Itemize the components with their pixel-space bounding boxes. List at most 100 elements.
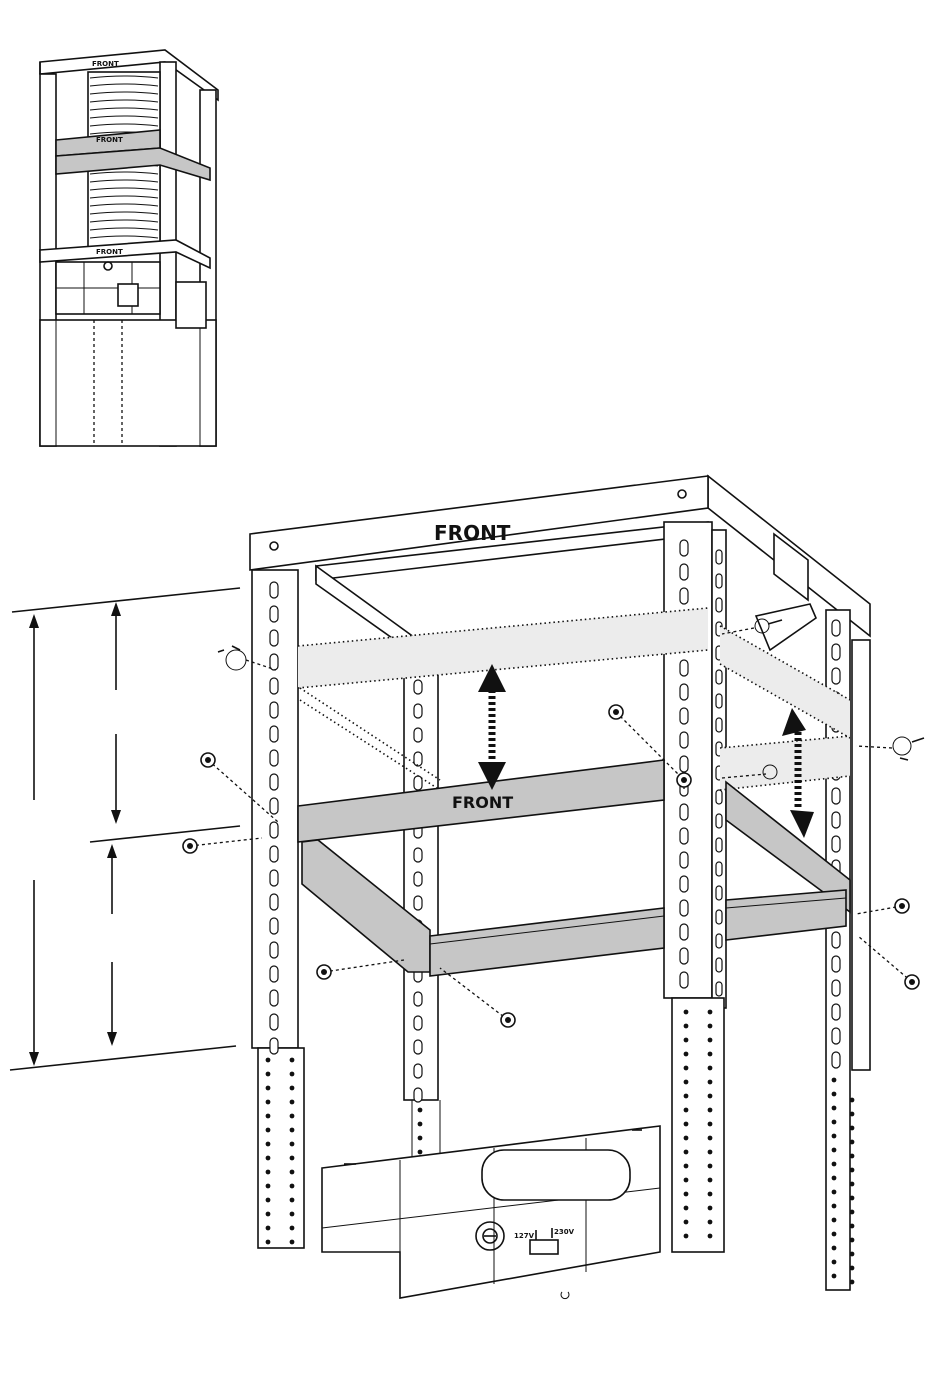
post-hole	[708, 1136, 713, 1141]
post-slot	[832, 620, 840, 636]
post-hole	[418, 1136, 423, 1141]
post-slot	[680, 660, 688, 676]
screw-head	[909, 979, 915, 985]
post-slot	[270, 678, 278, 694]
front-panel: 127V 230V	[322, 1126, 660, 1299]
post-hole	[850, 1154, 855, 1159]
post-slot	[680, 876, 688, 892]
post-hole	[708, 1178, 713, 1183]
post-slot	[270, 942, 278, 958]
post-hole	[684, 1108, 689, 1113]
post-hole	[850, 1196, 855, 1201]
post-hole	[684, 1122, 689, 1127]
post-slot	[832, 956, 840, 972]
post-hole	[266, 1086, 271, 1091]
voltage-switch-icon	[530, 1240, 558, 1254]
post-hole	[290, 1198, 295, 1203]
post-hole	[290, 1128, 295, 1133]
post-hole	[418, 1122, 423, 1127]
screw-leader-line	[440, 968, 508, 1020]
post-hole	[708, 1066, 713, 1071]
post-hole	[684, 1066, 689, 1071]
post-slot	[832, 1004, 840, 1020]
post-slot	[270, 726, 278, 742]
post-slot	[832, 1052, 840, 1068]
post-hole	[266, 1212, 271, 1217]
post-hole	[850, 1266, 855, 1271]
post-slot	[680, 948, 688, 964]
post-hole	[708, 1192, 713, 1197]
post-slot	[832, 1028, 840, 1044]
post-hole	[684, 1094, 689, 1099]
post-hole	[290, 1086, 295, 1091]
post-slot	[414, 1088, 422, 1102]
crossbar-frame: FRONT	[298, 760, 850, 976]
screw-leader-line	[190, 838, 262, 846]
screw-head	[205, 757, 211, 763]
post-hole	[290, 1240, 295, 1245]
post-hole	[850, 1210, 855, 1215]
post-slot	[270, 894, 278, 910]
thumb-front-label-mid: FRONT	[96, 136, 123, 144]
post-hole	[708, 1038, 713, 1043]
thumb-front-label-low: FRONT	[96, 248, 123, 256]
post-hole	[684, 1164, 689, 1169]
post-hole	[708, 1206, 713, 1211]
post-hole	[850, 1182, 855, 1187]
post-hole	[290, 1170, 295, 1175]
post-hole	[290, 1114, 295, 1119]
post-hole	[832, 1092, 837, 1097]
post-hole	[290, 1142, 295, 1147]
post-hole	[850, 1224, 855, 1229]
post-hole	[850, 1168, 855, 1173]
post-slot	[832, 836, 840, 852]
post-hole	[290, 1100, 295, 1105]
post-slot	[716, 694, 722, 708]
post-hole	[684, 1178, 689, 1183]
post-hole	[832, 1106, 837, 1111]
post-hole	[832, 1148, 837, 1153]
post-hole	[832, 1246, 837, 1251]
post-slot	[716, 958, 722, 972]
post-hole	[850, 1252, 855, 1257]
post-hole	[266, 1100, 271, 1105]
post-hole	[708, 1150, 713, 1155]
post-slot	[716, 862, 722, 876]
post-hole	[708, 1052, 713, 1057]
post-hole	[266, 1072, 271, 1077]
screw-head	[613, 709, 619, 715]
post-hole	[832, 1162, 837, 1167]
post-hole	[418, 1108, 423, 1113]
post-hole	[290, 1072, 295, 1077]
post-slot	[680, 564, 688, 580]
front-label-crossbar: FRONT	[452, 793, 513, 812]
post-slot	[680, 852, 688, 868]
post-hole	[832, 1134, 837, 1139]
post-slot	[680, 900, 688, 916]
post-hole	[684, 1136, 689, 1141]
post-hole	[684, 1024, 689, 1029]
post-hole	[684, 1220, 689, 1225]
post-slot	[270, 966, 278, 982]
post-hole	[266, 1184, 271, 1189]
post-slot	[270, 774, 278, 790]
post-slot	[270, 702, 278, 718]
post-slot	[832, 932, 840, 948]
post-slot	[716, 598, 722, 612]
post-hole	[684, 1234, 689, 1239]
lock-icon	[561, 1292, 569, 1299]
post-hole	[266, 1240, 271, 1245]
post-hole	[418, 1150, 423, 1155]
post-hole	[832, 1260, 837, 1265]
post-hole	[684, 1150, 689, 1155]
post-slot	[716, 790, 722, 804]
post-hole	[850, 1140, 855, 1145]
post-hole	[832, 1274, 837, 1279]
post-slot	[680, 924, 688, 940]
post-hole	[684, 1052, 689, 1057]
post-slot	[680, 732, 688, 748]
post-hole	[266, 1170, 271, 1175]
post-slot	[270, 1014, 278, 1030]
post-slot	[414, 992, 422, 1006]
